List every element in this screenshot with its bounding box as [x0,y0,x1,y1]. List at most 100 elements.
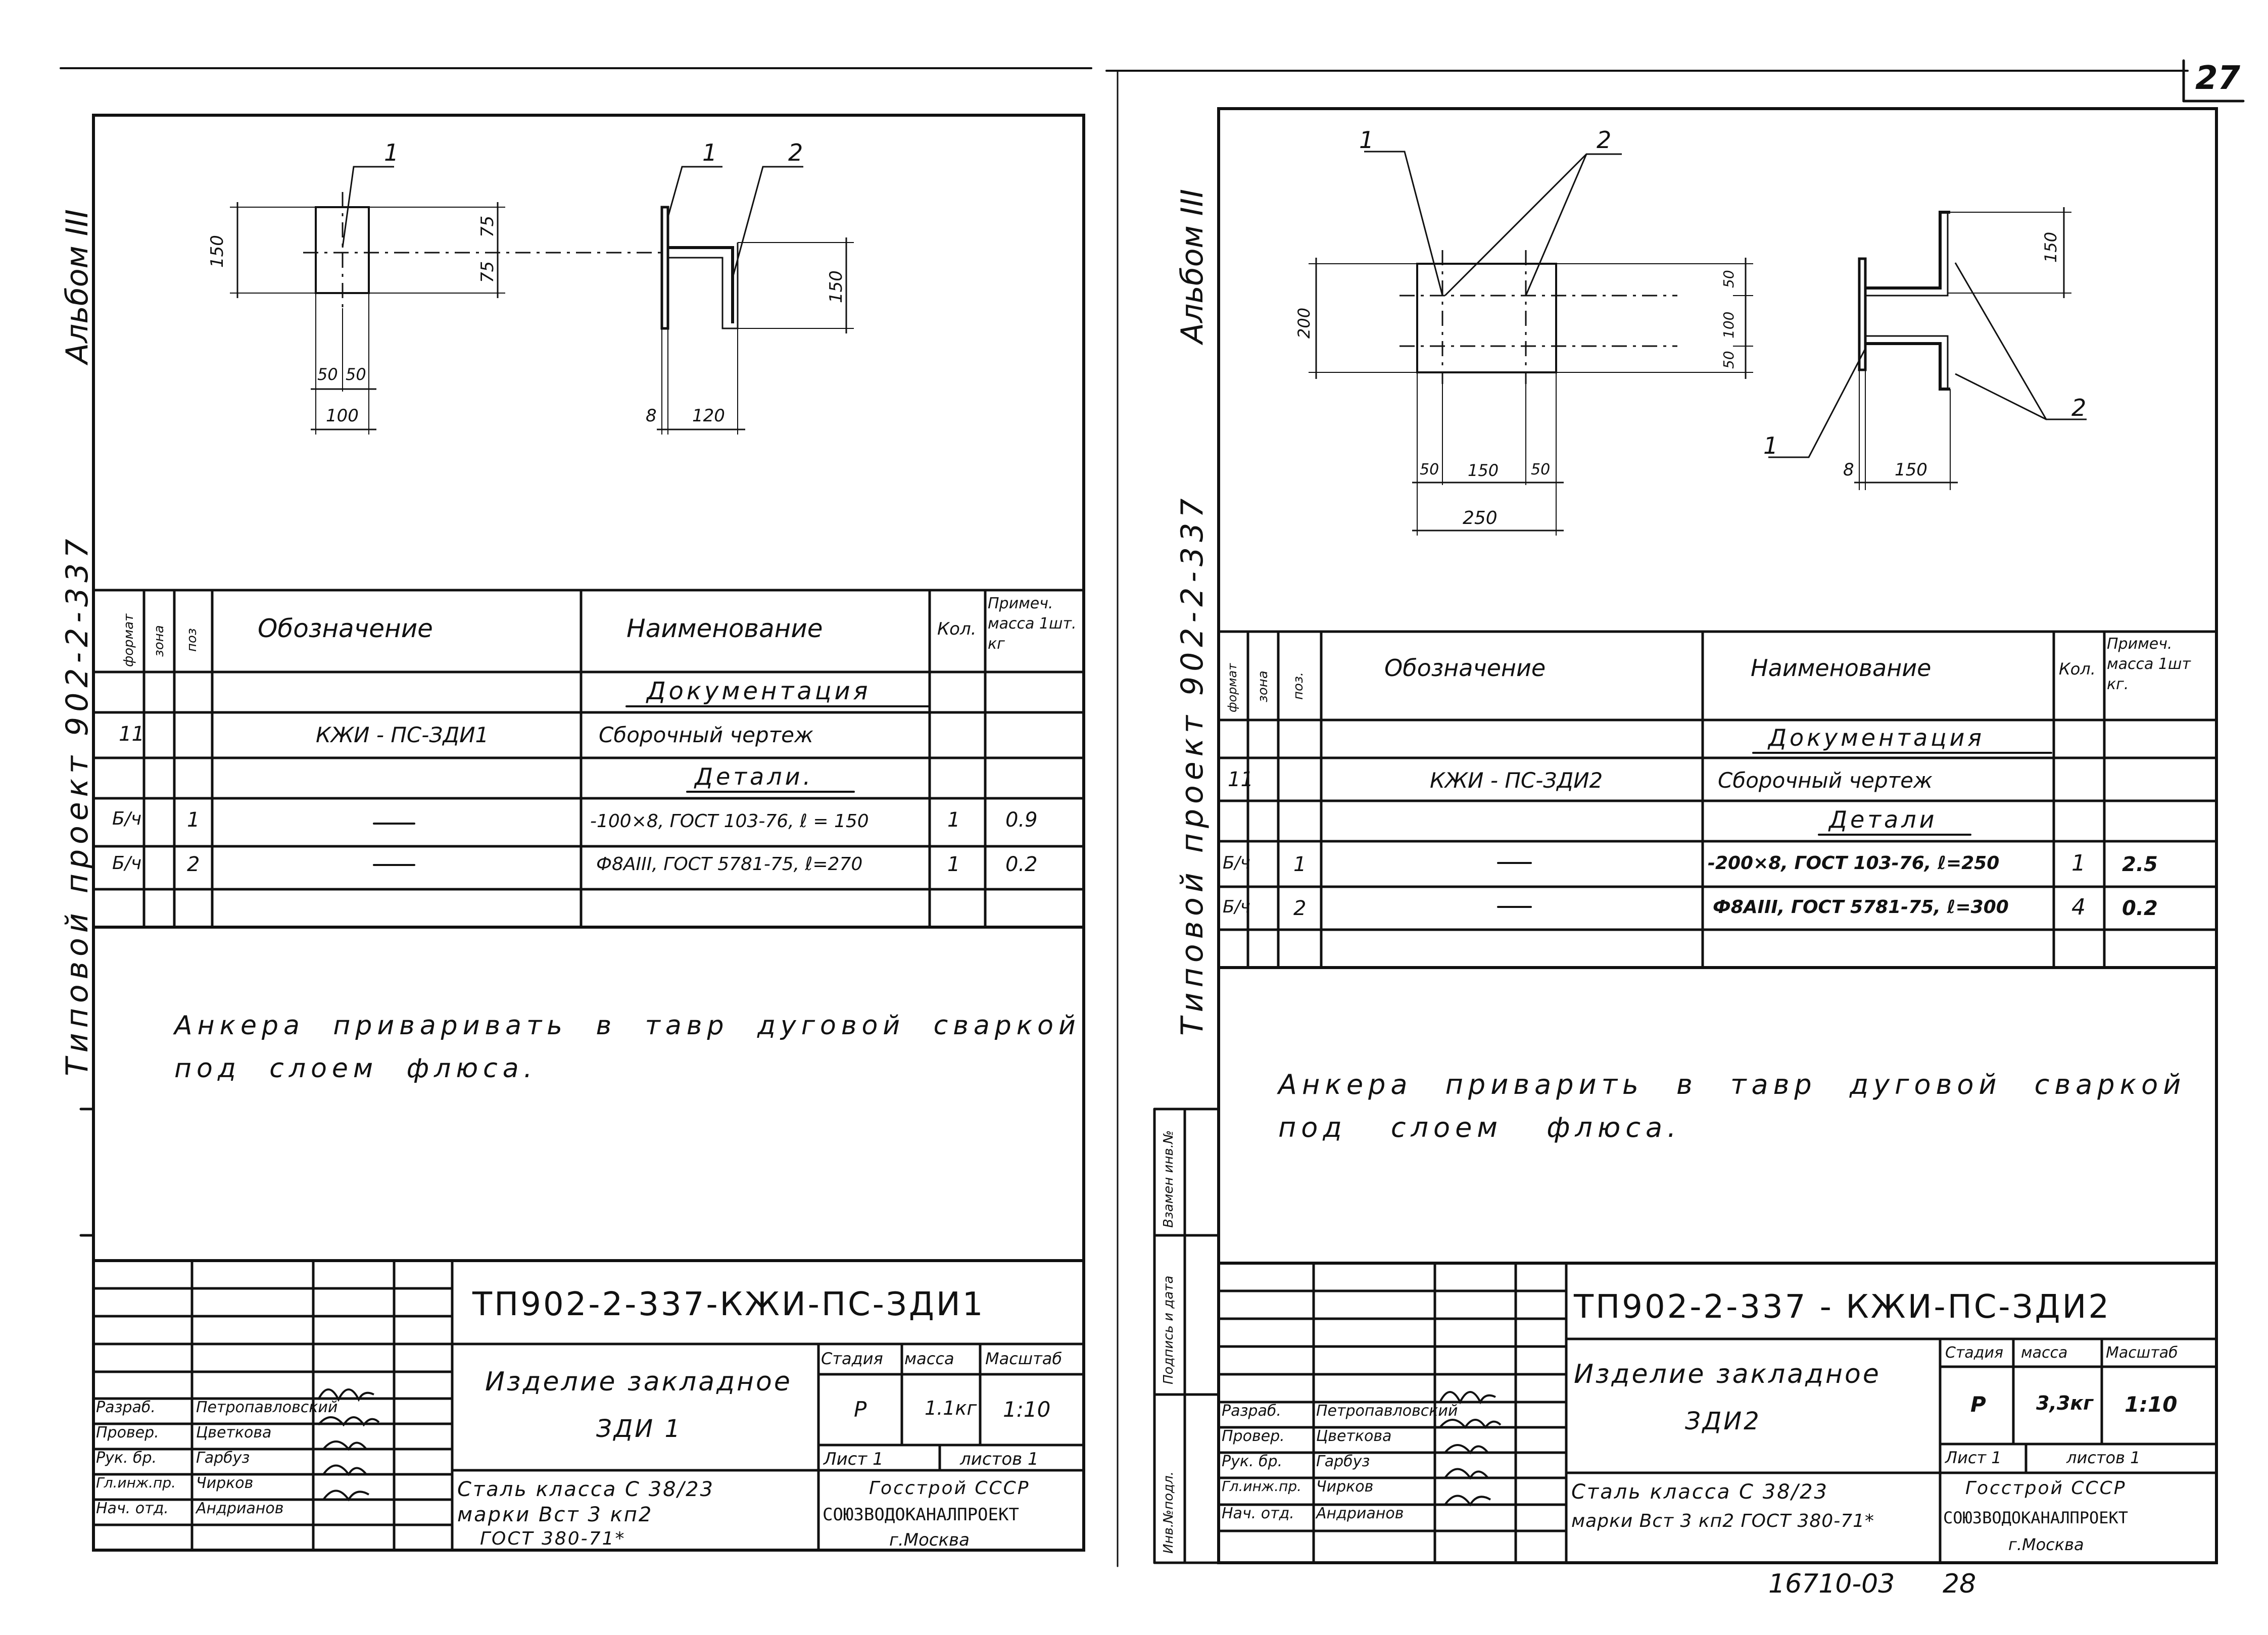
dim-label: 8 [1843,460,1854,480]
leader-label: 2 [2071,394,2087,421]
stamp-title: Изделие закладное [1574,1359,1881,1389]
cell-pos: 2 [1293,897,1307,920]
material: Сталь класса С 38/23 [1571,1480,1828,1504]
sheet-number: 28 [1943,1569,1976,1599]
cell-pos: 1 [187,808,200,832]
dim-label: 50 [346,365,366,384]
org: г.Москва [889,1530,970,1550]
col-header: Наименование [1751,654,1932,682]
col-header: зона [152,625,167,657]
stamp-title: ЗДИ2 [1685,1407,1761,1435]
role: Провер. [1222,1427,1285,1445]
stamp-header: Стадия [821,1349,883,1368]
cell-format: Б/ч [112,853,142,874]
stamp-sheets: листов 1 [960,1449,1039,1469]
dim-label: 50 [1720,270,1737,288]
cell-pos: 1 [1293,853,1307,876]
leader-label: 2 [788,139,803,166]
dim-label: 150 [1895,460,1927,480]
person: Цветкова [1316,1427,1392,1445]
col-header: зона [1256,670,1271,702]
leader-label: 1 [1359,126,1374,154]
cell-qty: 1 [2071,850,2086,876]
col-header: поз [184,628,200,652]
welding-note: под слоем флюса. [1278,1112,1681,1143]
col-header: Наименование [626,614,823,643]
stamp-stage: Р [1970,1392,1986,1417]
dim-label: 50 [1420,461,1439,478]
cell-format: 11 [1228,768,1253,791]
dim-label: 50 [1720,351,1737,369]
cell-qty: 4 [2071,894,2086,920]
leader-label: 2 [1597,126,1612,154]
page-number: 27 [2195,60,2241,97]
org: Госстрой СССР [1965,1478,2127,1499]
dim-label: 50 [1531,461,1551,478]
role: Нач. отд. [96,1500,169,1517]
cell-name: Ф8АIII, ГОСТ 5781-75, ℓ=300 [1713,897,2009,918]
dim-label: 75 [477,215,498,237]
dim-label: 100 [1720,311,1737,339]
org: СОЮЗВОДОКАНАЛПРОЕКТ [823,1505,1019,1525]
dim-label: 200 [1294,307,1314,339]
inventory-number: 16710-03 [1768,1569,1895,1599]
dim-label: 150 [1468,461,1499,480]
person: Гарбуз [1316,1453,1370,1470]
cell-format: Б/ч [112,808,142,829]
col-header: формат [1225,663,1239,712]
person: Чирков [1316,1478,1374,1496]
role: Гл.инж.пр. [1222,1478,1302,1495]
leader-label: 1 [1763,432,1778,459]
person: Андрианов [196,1500,284,1517]
col-header: Примеч. масса 1шт кг. [2107,635,2191,693]
cell-name: Сборочный чертеж [599,723,813,747]
dim-label: 75 [477,261,498,283]
cell-note: 2.5 [2122,853,2158,876]
cell-designation: КЖИ - ПС-ЗДИ1 [316,723,489,747]
dim-label: 100 [326,406,359,426]
role: Рук. бр. [96,1449,157,1467]
col-header: Кол. [937,619,977,639]
person: Петропавловский [1316,1402,1458,1420]
org: г.Москва [2008,1535,2084,1554]
role: Гл.инж.пр. [96,1474,176,1491]
role: Нач. отд. [1222,1505,1294,1522]
album-title: Альбом III [60,209,95,364]
dim-label: 120 [692,406,725,426]
cell-qty: 1 [947,808,960,832]
stamp-header: Масштаб [985,1349,1063,1368]
cell-note: 0.9 [1005,808,1038,832]
stamp-mass: 3,3кг [2036,1392,2093,1414]
role: Рук. бр. [1222,1453,1283,1470]
stamp-mass: 1.1кг [925,1397,977,1419]
cell-format: 11 [119,723,144,746]
stamp-sheets: листов 1 [2066,1448,2141,1467]
col-header: Обозначение [1384,654,1546,682]
dim-label: 50 [317,365,338,384]
section-heading: Детали. [695,763,814,790]
stamp-header: Масштаб [2106,1344,2178,1362]
stamp-header: масса [904,1349,954,1368]
person: Петропавловский [196,1399,338,1416]
side-stamp: Взамен инв.№ [1161,1130,1176,1228]
leader-label: 1 [384,139,399,166]
section-heading: Документация [1768,724,1985,751]
side-stamp: Подпись и дата [1161,1275,1176,1384]
org: СОЮЗВОДОКАНАЛПРОЕКТ [1943,1508,2129,1527]
dim-label: 150 [2041,231,2060,263]
material: марки Вст 3 кп2 ГОСТ 380-71* [1571,1511,1875,1531]
cell-name: -100×8, ГОСТ 103-76, ℓ = 150 [590,811,869,832]
cell-pos: 2 [187,853,200,876]
col-header: поз. [1291,672,1306,700]
stamp-header: масса [2021,1344,2068,1362]
cell-name: Ф8АIII, ГОСТ 5781-75, ℓ=270 [596,854,863,875]
person: Гарбуз [196,1449,250,1467]
drawing-code: ТП902-2-337 - КЖИ-ПС-ЗДИ2 [1574,1288,2111,1326]
welding-note: Анкера приваривать в тавр дуговой сварко… [174,1011,1081,1041]
stamp-header: Стадия [1945,1344,2004,1362]
cell-designation: КЖИ - ПС-ЗДИ2 [1430,768,1603,793]
person: Цветкова [196,1424,272,1441]
material: ГОСТ 380-71* [480,1528,626,1549]
section-heading: Документация [647,677,871,705]
